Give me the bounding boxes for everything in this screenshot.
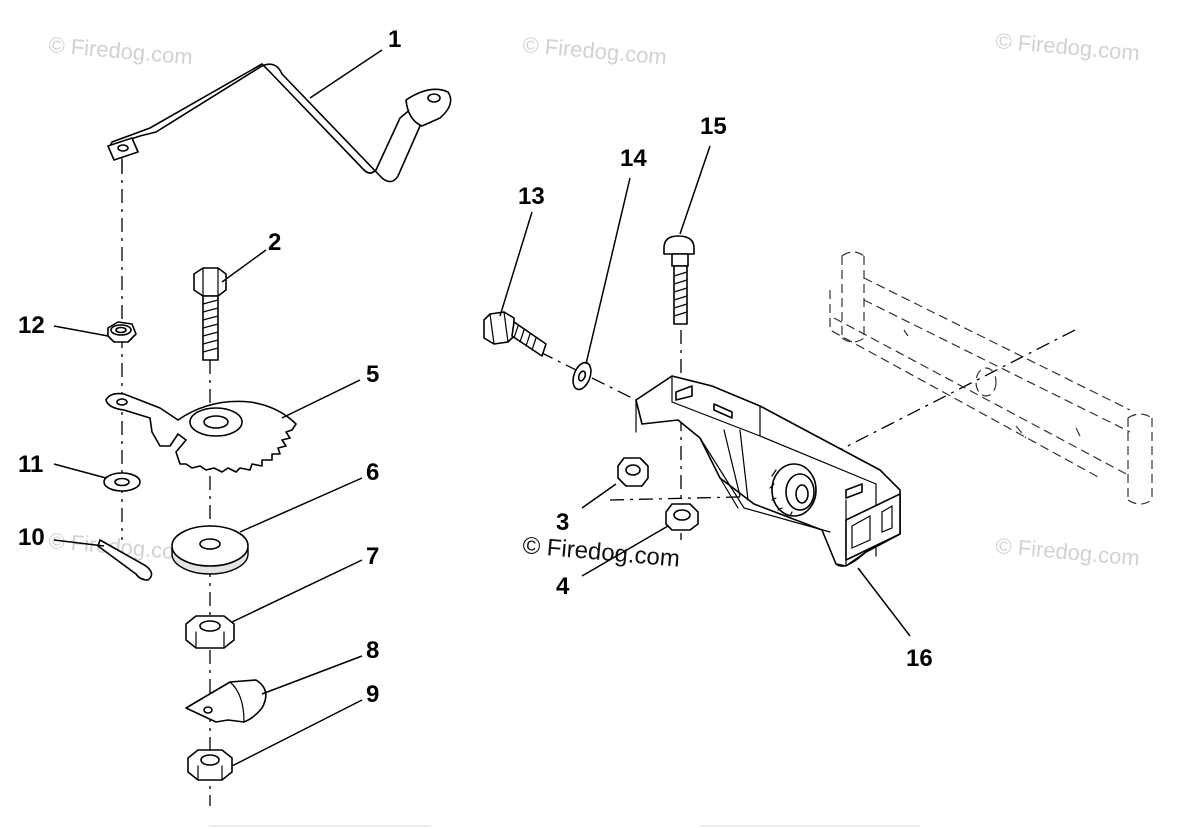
- hex-nut-icon: [617, 457, 649, 487]
- hex-nut-icon: [185, 615, 235, 649]
- frame-ghost-outline: [829, 251, 1153, 505]
- callout-4: 4: [556, 573, 570, 600]
- hex-bolt-icon: [483, 311, 547, 357]
- watermark-top-left: © Firedog.com: [48, 32, 194, 70]
- callout-13: 13: [518, 183, 545, 210]
- watermark-top-center: © Firedog.com: [522, 32, 668, 70]
- pinion-bracket-icon: [635, 375, 901, 567]
- callout-14: 14: [620, 145, 647, 172]
- push-nut-icon: [107, 321, 137, 343]
- callout-3: 3: [556, 509, 569, 536]
- callout-12: 12: [18, 312, 45, 339]
- hex-nut-icon: [665, 503, 699, 531]
- carriage-bolt-icon: [663, 235, 695, 325]
- washer-icon: [572, 361, 592, 391]
- washer-icon: [103, 472, 141, 492]
- watermark-mid-right: © Firedog.com: [995, 533, 1141, 571]
- z-shaped-rod-icon: [107, 63, 452, 183]
- hex-bolt-icon: [193, 267, 227, 361]
- callout-1: 1: [388, 26, 401, 53]
- watermark-center: © Firedog.com: [521, 532, 680, 573]
- callout-5: 5: [366, 361, 379, 388]
- clip-icon: [185, 679, 267, 723]
- centerline-bolt-13: [539, 351, 649, 407]
- callout-9: 9: [366, 681, 379, 708]
- centerline-pinion: [609, 329, 1076, 501]
- callout-8: 8: [366, 637, 379, 664]
- flat-washer-icon: [171, 525, 249, 575]
- callout-11: 11: [18, 451, 43, 478]
- callout-7: 7: [366, 543, 379, 570]
- cotter-pin-icon: [97, 539, 153, 581]
- callout-15: 15: [700, 113, 727, 140]
- callout-10: 10: [18, 524, 45, 551]
- callout-2: 2: [268, 229, 281, 256]
- leader-lines: [53, 49, 911, 767]
- gear-sector-bracket-icon: [105, 392, 297, 473]
- watermark-top-right: © Firedog.com: [995, 28, 1141, 66]
- hex-nut-icon: [187, 749, 233, 781]
- callout-6: 6: [366, 459, 379, 486]
- callout-16: 16: [906, 645, 933, 672]
